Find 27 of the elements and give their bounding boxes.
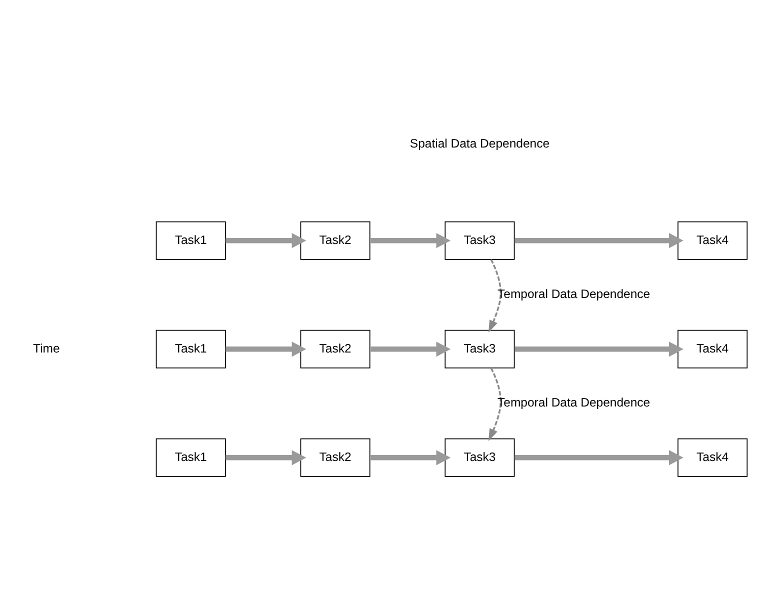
arrow	[488, 367, 502, 441]
edge-label: Temporal Data Dependence	[498, 395, 650, 410]
node-box: Task1	[156, 220, 226, 260]
node-box: Task3	[444, 329, 515, 368]
arrow	[226, 341, 306, 356]
label: Spatial Data Dependence	[410, 136, 550, 150]
node-box: Task4	[678, 220, 748, 260]
node-box: Task3	[444, 220, 515, 260]
node-box: Task1	[156, 438, 226, 476]
arrow	[514, 450, 684, 465]
arrow	[488, 258, 502, 332]
arrow	[514, 232, 684, 248]
edge-label: Temporal Data Dependence	[498, 286, 650, 301]
arrow	[226, 450, 306, 465]
arrow	[370, 341, 451, 356]
node-box: Task2	[300, 220, 370, 260]
node-box: Task2	[300, 438, 370, 476]
arrow	[370, 450, 451, 465]
node-box: Task1	[156, 329, 226, 368]
arrow	[370, 232, 451, 248]
label: Time	[33, 340, 60, 355]
node-box: Task4	[678, 329, 748, 368]
node-box: Task3	[444, 438, 515, 476]
node-box: Task2	[300, 329, 370, 368]
node-box: Task4	[678, 438, 748, 476]
arrow	[514, 341, 684, 356]
arrow	[226, 232, 306, 248]
